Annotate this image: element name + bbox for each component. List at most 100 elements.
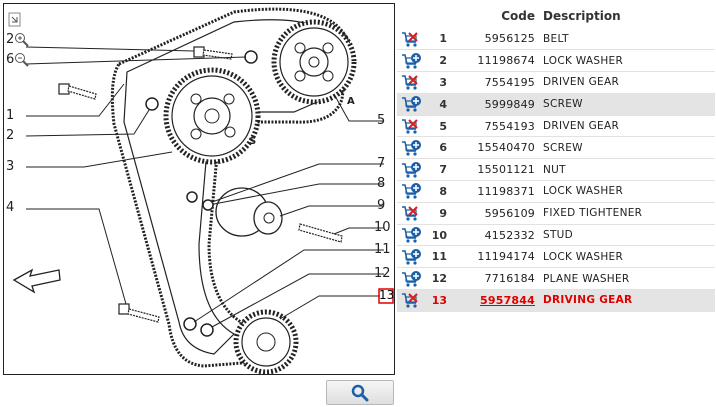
part-code[interactable]: 7716184 <box>449 267 539 291</box>
row-number: 7 <box>427 158 449 182</box>
cart-cell[interactable] <box>397 49 427 73</box>
part-code-text[interactable]: 5957844 <box>480 293 535 307</box>
fixed-tightener-drawing <box>215 187 283 237</box>
part-code-text[interactable]: 5999849 <box>484 97 535 111</box>
part-code-text[interactable]: 15540470 <box>477 141 535 155</box>
cart-cell[interactable] <box>397 115 427 138</box>
part-code-text[interactable]: 5956125 <box>484 32 535 46</box>
header-description[interactable]: Description <box>543 9 621 23</box>
part-code[interactable]: 11198371 <box>449 180 539 203</box>
part-description: LOCK WASHER <box>539 180 715 203</box>
callout-8[interactable]: 8 <box>377 176 386 191</box>
cart-cell[interactable] <box>397 28 427 51</box>
cart-add-icon[interactable] <box>397 95 427 113</box>
part-code-text[interactable]: 4152332 <box>484 228 535 242</box>
search-button[interactable] <box>326 380 394 405</box>
part-code-text[interactable]: 5956109 <box>484 206 535 220</box>
cart-remove-icon[interactable] <box>397 117 427 135</box>
callout-5[interactable]: 5 <box>377 113 386 128</box>
table-row[interactable]: 10 4152332 STUD <box>397 224 715 247</box>
part-code[interactable]: 5956125 <box>449 28 539 51</box>
exploded-diagram[interactable]: 1 2 3 4 5 6 7 8 9 10 11 12 13 A S 2 6 <box>3 3 395 375</box>
header-code[interactable]: Code <box>501 9 535 23</box>
part-code[interactable]: 4152332 <box>449 224 539 247</box>
row-number: 12 <box>427 267 449 291</box>
label-s: S <box>249 136 257 147</box>
part-code[interactable]: 11194174 <box>449 245 539 269</box>
cart-cell[interactable] <box>397 245 427 269</box>
callout-1[interactable]: 1 <box>6 108 15 123</box>
part-code[interactable]: 11198674 <box>449 49 539 73</box>
part-code[interactable]: 15540470 <box>449 136 539 160</box>
callout-13[interactable]: 13 <box>379 288 395 302</box>
callout-2[interactable]: 2 <box>6 128 15 143</box>
callout-4[interactable]: 4 <box>6 200 15 215</box>
callout-9[interactable]: 9 <box>377 198 386 213</box>
callout-12[interactable]: 12 <box>374 266 391 281</box>
cart-add-icon[interactable] <box>397 270 427 288</box>
cart-add-icon[interactable] <box>397 52 427 70</box>
part-code[interactable]: 7554195 <box>449 71 539 94</box>
cart-cell[interactable] <box>397 289 427 312</box>
part-code[interactable]: 5999849 <box>449 93 539 116</box>
cart-cell[interactable] <box>397 136 427 160</box>
zoom-toolbar: 2 6 <box>6 12 29 72</box>
part-code[interactable]: 5957844 <box>449 289 539 312</box>
cart-cell[interactable] <box>397 71 427 94</box>
part-code-text[interactable]: 7554195 <box>484 75 535 89</box>
callout-7[interactable]: 7 <box>377 156 386 171</box>
cart-add-icon[interactable] <box>397 226 427 244</box>
part-code[interactable]: 7554193 <box>449 115 539 138</box>
cart-remove-icon[interactable] <box>397 73 427 91</box>
cart-remove-icon[interactable] <box>397 204 427 222</box>
part-code[interactable]: 15501121 <box>449 158 539 182</box>
cart-add-icon[interactable] <box>397 161 427 179</box>
zoom-out-icon[interactable]: 6 <box>6 52 29 68</box>
cart-cell[interactable] <box>397 158 427 182</box>
part-code-text[interactable]: 11194174 <box>477 250 535 264</box>
cart-cell[interactable] <box>397 180 427 203</box>
cart-add-icon[interactable] <box>397 182 427 200</box>
callout-10[interactable]: 10 <box>374 220 391 235</box>
driven-gear-3-drawing <box>163 67 261 165</box>
expand-icon[interactable] <box>8 12 24 28</box>
part-code-text[interactable]: 11198371 <box>477 184 535 198</box>
zoom-in-icon[interactable]: 2 <box>6 32 29 48</box>
callout-11[interactable]: 11 <box>374 242 391 257</box>
cart-cell[interactable] <box>397 224 427 247</box>
row-number: 9 <box>427 202 449 225</box>
cart-add-icon[interactable] <box>397 248 427 266</box>
part-description: STUD <box>539 224 715 247</box>
cart-cell[interactable] <box>397 267 427 291</box>
cart-remove-icon[interactable] <box>397 291 427 309</box>
cart-cell[interactable] <box>397 93 427 116</box>
part-code-text[interactable]: 7716184 <box>484 272 535 286</box>
arrow-icon <box>12 268 61 294</box>
label-a: A <box>347 96 355 107</box>
row-number: 10 <box>427 224 449 247</box>
part-code-text[interactable]: 15501121 <box>477 163 535 177</box>
part-code-text[interactable]: 7554193 <box>484 119 535 133</box>
row-number: 5 <box>427 115 449 138</box>
cart-add-icon[interactable] <box>397 139 427 157</box>
cart-cell[interactable] <box>397 202 427 225</box>
part-code[interactable]: 5956109 <box>449 202 539 225</box>
diagram-drawing <box>12 7 394 374</box>
cart-remove-icon[interactable] <box>397 30 427 48</box>
callout-3[interactable]: 3 <box>6 159 15 174</box>
part-code-text[interactable]: 11198674 <box>477 54 535 68</box>
part-description: BELT <box>539 28 715 51</box>
